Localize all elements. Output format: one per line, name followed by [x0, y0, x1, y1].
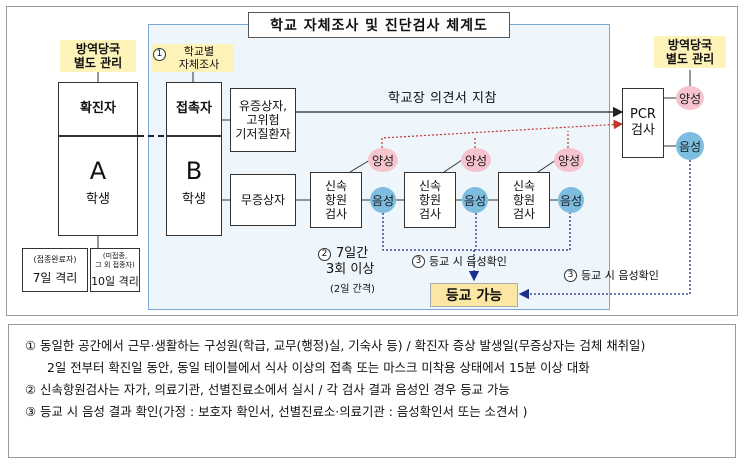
note-2: ② 신속항원검사는 자가, 의료기관, 선별진료소에서 실시 / 각 검사 결과… [25, 382, 510, 397]
symptomatic-box: 유증상자, 고위험 기저질환자 [230, 88, 296, 152]
confirm-negative-note-2: 3 등교 시 음성확인 [564, 269, 684, 283]
vaccinated-box: (접종완료자) 7일 격리 [22, 248, 88, 292]
note-3: ③ 등교 시 음성 결과 확인(가정 : 보호자 확인서, 선별진료소·의료기관… [25, 404, 528, 419]
seven-days-line1: 7일간 [336, 246, 369, 261]
seven-days-note: 2 7일간 3회 이상 (2일 간격) [316, 246, 396, 296]
negative-badge-1: 음성 [370, 187, 396, 213]
positive-badge-3: 양성 [554, 148, 584, 172]
rapid-test-2: 신속 항원 검사 [404, 172, 456, 228]
positive-badge-2: 양성 [461, 148, 491, 172]
confirm-negative-label-2: 등교 시 음성확인 [581, 269, 659, 282]
student-a-label: 학생 [86, 192, 110, 207]
diagram-frame [6, 6, 738, 316]
pcr-positive-badge: 양성 [676, 86, 704, 110]
step-2-marker: 2 [318, 248, 331, 261]
student-a-letter: A [89, 157, 107, 185]
negative-badge-3: 음성 [558, 187, 584, 213]
student-b-box: B 학생 [166, 136, 222, 236]
authority-label-left: 방역당국 별도 관리 [60, 40, 136, 72]
student-b-label: 학생 [182, 192, 206, 207]
school-entry-box: 등교 가능 [430, 283, 518, 307]
negative-badge-2: 음성 [462, 187, 488, 213]
pcr-negative-badge: 음성 [676, 132, 704, 160]
unvaccinated-head: (미접종, 그 외 접종자) [95, 252, 135, 269]
confirm-negative-note-1: 3 등교 시 음성확인 [412, 255, 532, 269]
principal-opinion-label: 학교장 의견서 지참 [388, 91, 497, 106]
student-a-box: A 학생 [58, 136, 138, 236]
rapid-test-1: 신속 항원 검사 [310, 172, 362, 228]
school-survey-box: 1 학교별 자체조사 [152, 44, 234, 72]
confirmed-box: 확진자 [58, 82, 138, 136]
vaccinated-days: 7일 격리 [32, 271, 78, 285]
step-1-marker: 1 [153, 48, 166, 61]
seven-days-line2: 3회 이상 [326, 262, 375, 277]
step-3-marker-1: 3 [412, 255, 425, 268]
unvaccinated-box: (미접종, 그 외 접종자) 10일 격리 [90, 248, 140, 292]
school-survey-label: 학교별 자체조사 [178, 45, 220, 71]
vaccinated-head: (접종완료자) [33, 254, 77, 264]
note-1a: ① 동일한 공간에서 근무·생활하는 구성원(학급, 교무(행정)실, 기숙사 … [25, 338, 646, 353]
asymptomatic-box: 무증상자 [230, 174, 296, 226]
step-3-marker-2: 3 [564, 269, 577, 282]
diagram-title: 학교 자체조사 및 진단검사 체계도 [248, 12, 510, 38]
notes-panel: ① 동일한 공간에서 근무·생활하는 구성원(학급, 교무(행정)실, 기숙사 … [8, 324, 736, 458]
unvaccinated-days: 10일 격리 [91, 274, 139, 288]
contact-box: 접촉자 [166, 82, 222, 136]
student-b-letter: B [185, 157, 203, 185]
note-1b: 2일 전부터 확진일 동안, 동일 테이블에서 식사 이상의 접촉 또는 마스크… [47, 360, 590, 375]
positive-badge-1: 양성 [368, 148, 398, 172]
confirm-negative-label-1: 등교 시 음성확인 [429, 255, 507, 268]
rapid-test-3: 신속 항원 검사 [498, 172, 550, 228]
seven-days-line3: (2일 간격) [330, 284, 375, 295]
pcr-box: PCR 검사 [622, 88, 664, 158]
authority-label-right: 방역당국 별도 관리 [654, 36, 726, 68]
